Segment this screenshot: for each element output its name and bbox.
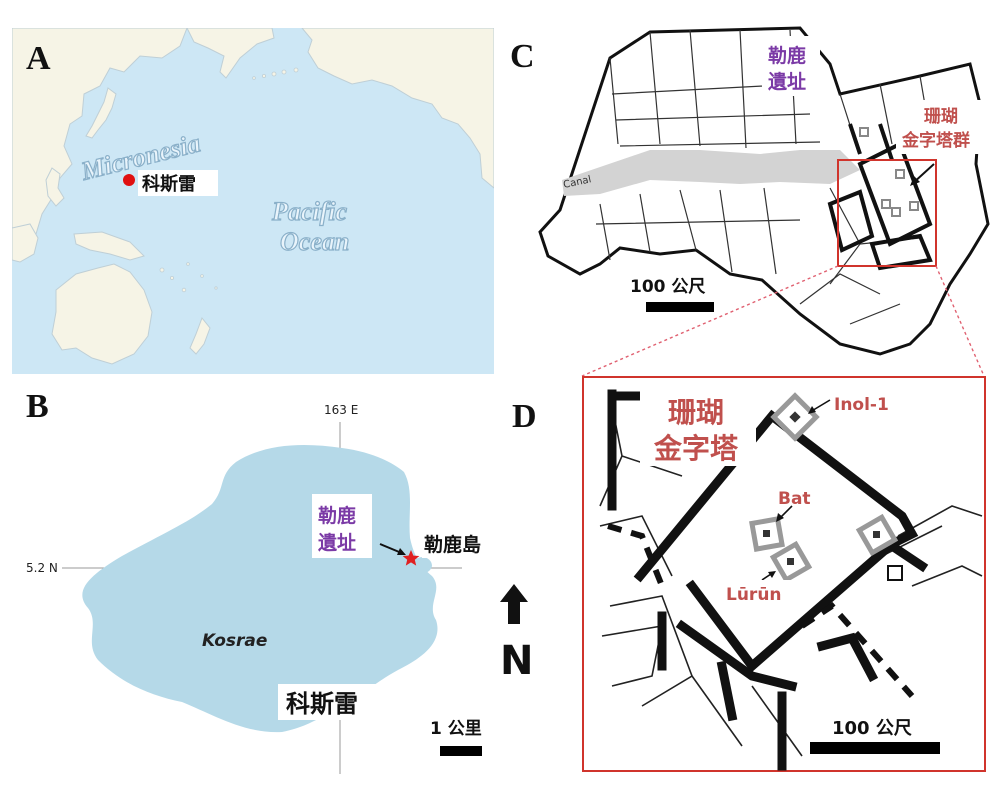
label-lurun: Lūrūn <box>726 585 782 605</box>
detail-title-line2: 金字塔 <box>653 432 739 465</box>
siberia-landmass <box>186 27 275 79</box>
pacific-label: Pacific <box>271 197 348 226</box>
pyramid-detail: 珊瑚 金字塔 Inol-1 Bat Lūrūn 100 公尺 <box>582 376 986 772</box>
coral-arrow-head <box>910 176 920 186</box>
site-arrow-head <box>397 548 406 555</box>
kosrae-bottom-label: 科斯雷 <box>286 690 358 718</box>
detail-title-bg <box>640 390 756 466</box>
site-label-line2: 遺址 <box>318 531 356 554</box>
australia-landmass <box>51 263 153 365</box>
panel-c-scale-bar <box>646 302 714 312</box>
latitude-label: 5.2 N <box>26 561 58 575</box>
lelu-islet <box>414 557 432 574</box>
label-bat: Bat <box>778 489 811 509</box>
detail-walls <box>607 389 929 771</box>
coral-label-line2: 金字塔群 <box>901 130 970 151</box>
island-label: 勒鹿島 <box>424 533 481 556</box>
aleutian-islands <box>252 67 299 80</box>
panel-d: D <box>500 376 990 794</box>
pacific-map: Micronesia Pacific Ocean 科斯雷 <box>11 27 495 374</box>
panel-b-scale-label: 1 公里 <box>430 719 482 739</box>
panel-b-scale-bar <box>440 746 482 756</box>
connector-right <box>935 265 985 377</box>
site-label-c-line1: 勒鹿 <box>768 44 806 67</box>
enclosure-walls <box>827 123 933 271</box>
panel-a-letter: A <box>26 40 51 77</box>
kosrae-italic-label: Kosrae <box>202 631 267 651</box>
north-label: N <box>500 638 533 684</box>
ocean-label: Ocean <box>280 227 349 256</box>
label-lurun-bg <box>722 580 798 606</box>
north-america-landmass <box>300 27 495 190</box>
pyramid-markers <box>859 127 919 217</box>
new-zealand-island <box>189 317 211 355</box>
panel-d-letter: D <box>512 398 537 435</box>
asia-landmass <box>11 27 188 249</box>
panel-c-scale-label: 100 公尺 <box>630 277 705 297</box>
zoom-frame <box>837 159 937 267</box>
lelu-site-star <box>402 550 420 566</box>
site-label-bg-c <box>762 36 820 96</box>
longitude-label: 163 E <box>324 403 358 417</box>
japan-island <box>85 87 117 139</box>
north-arrow-icon <box>500 584 528 624</box>
detail-arrowheads <box>768 406 816 578</box>
kosrae-marker-label-bg <box>138 170 218 196</box>
pacific-small-islands <box>159 262 218 293</box>
panel-c: Canal 勒鹿 <box>500 24 996 364</box>
panel-b-letter: B <box>26 388 49 425</box>
small-structure <box>887 565 903 581</box>
site-label-line1: 勒鹿 <box>318 504 356 527</box>
connector-left <box>581 265 839 377</box>
new-guinea-island <box>73 231 145 261</box>
label-inol: Inol-1 <box>834 395 889 415</box>
kosrae-bottom-label-bg <box>278 684 382 720</box>
lelu-site-plan: Canal 勒鹿 <box>538 26 992 356</box>
borneo-island <box>11 223 39 263</box>
island-label-bg <box>422 530 494 558</box>
panel-d-scale-bar <box>810 742 940 754</box>
philippines-island <box>45 167 65 207</box>
detail-title-line1: 珊瑚 <box>668 396 724 429</box>
site-label-c-line2: 遺址 <box>768 70 806 93</box>
panel-a: Micronesia Pacific Ocean 科斯雷 A <box>11 27 495 374</box>
coral-label-bg <box>896 100 992 154</box>
kosrae-marker-label: 科斯雷 <box>142 173 196 195</box>
canal <box>562 150 860 196</box>
panel-b: 163 E 5.2 N Kosrae 科斯雷 勒鹿 遺址 勒鹿島 N 1 公里 … <box>12 384 572 794</box>
kosrae-map: 163 E 5.2 N Kosrae 科斯雷 勒鹿 遺址 勒鹿島 N 1 公里 <box>26 403 533 774</box>
panel-c-letter: C <box>510 38 535 75</box>
site-label-bg <box>312 494 372 558</box>
panel-d-scale-label: 100 公尺 <box>832 718 912 739</box>
kosrae-marker-dot <box>123 174 135 186</box>
coral-label-line1: 珊瑚 <box>924 107 958 127</box>
